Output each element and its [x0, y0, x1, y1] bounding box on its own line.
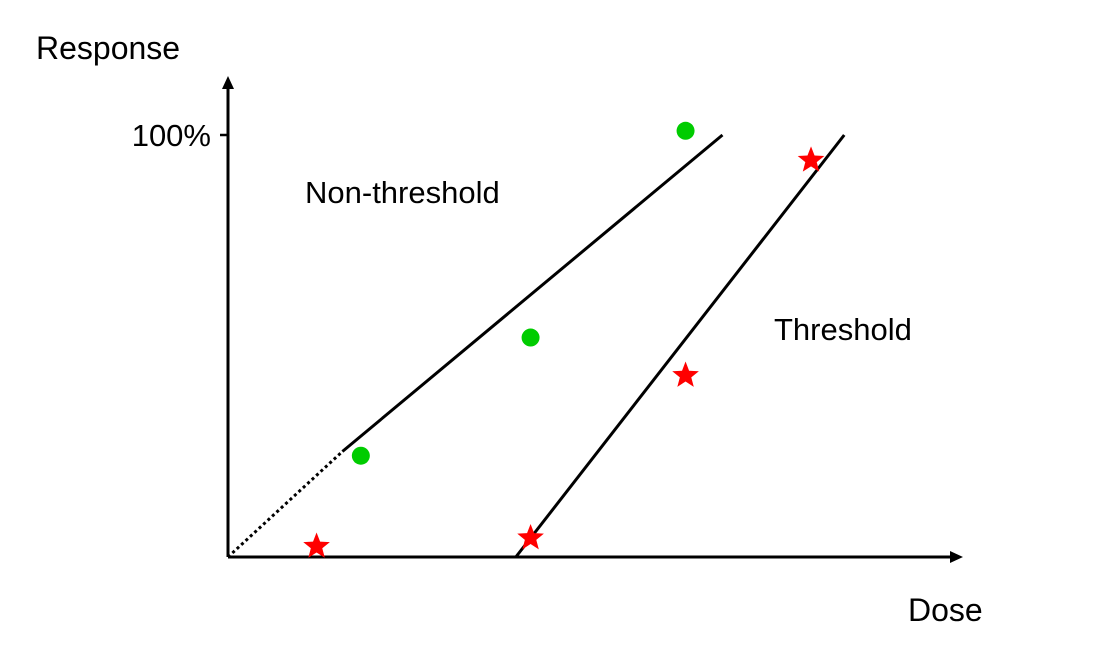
non-threshold-point-3 [676, 121, 695, 140]
threshold-point-4 [797, 146, 825, 172]
non-threshold-fit-line [341, 133, 724, 453]
non-threshold-point-1 [351, 446, 370, 465]
y-axis-arrow [222, 76, 234, 89]
non-threshold-point-2 [521, 328, 540, 347]
threshold-label: Threshold [774, 312, 912, 347]
threshold-point-1 [303, 532, 330, 558]
x-axis-arrow [950, 551, 963, 563]
threshold-fit-line [514, 134, 846, 558]
threshold-point-3 [672, 361, 699, 387]
y-axis-label: Response [36, 30, 180, 66]
series-non-threshold [226, 121, 724, 559]
non-threshold-extrapolation-line [226, 450, 344, 559]
non-threshold-label: Non-threshold [305, 175, 500, 210]
series-threshold [303, 134, 846, 558]
threshold-point-2 [517, 524, 544, 550]
x-axis-label: Dose [908, 592, 983, 628]
y-tick-label-100: 100% [132, 118, 211, 153]
axes [220, 76, 963, 563]
